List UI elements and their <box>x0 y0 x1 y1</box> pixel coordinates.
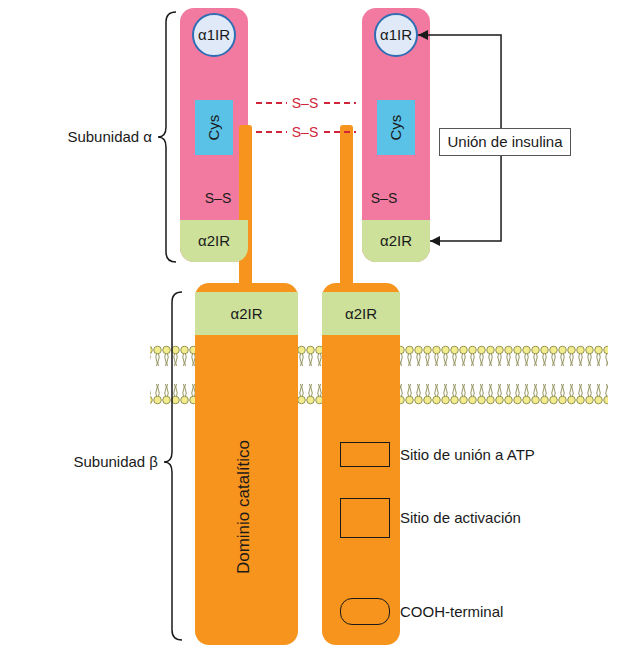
cys-rich-domain: Cys <box>195 100 233 155</box>
node-text: Dominio catalítico <box>235 440 255 574</box>
atp-site: Sitio de unión a ATP <box>340 442 539 467</box>
binding-arrow <box>418 35 501 128</box>
node-text: α2IR <box>198 232 230 249</box>
disulfide-label: S–S <box>205 190 231 206</box>
node-text: COOH-terminal <box>400 603 503 620</box>
node-text: α2IR <box>345 305 377 322</box>
callout-box: Unión de insulina <box>439 128 571 156</box>
beta-bracket <box>164 292 182 640</box>
alpha-subunit <box>180 8 248 262</box>
alpha-bracket <box>158 12 176 262</box>
node-text: Sitio de activación <box>400 509 521 526</box>
disulfide-bond <box>324 131 356 133</box>
alpha1-domain: α1IR <box>192 13 236 57</box>
disulfide-bond <box>256 102 287 104</box>
catalytic-domain: Dominio catalítico α2IR <box>195 283 298 645</box>
disulfide-bond <box>324 102 356 104</box>
cys-rich-domain: Cys <box>377 100 415 155</box>
alpha2-domain: α2IR <box>322 292 400 335</box>
disulfide-label: S–S <box>371 190 397 206</box>
beta-subunit <box>322 283 400 645</box>
node-text: α1IR <box>198 26 230 43</box>
node-text: α2IR <box>230 305 262 322</box>
alpha2-domain: α2IR <box>180 220 248 262</box>
beta-stub <box>340 125 353 295</box>
disulfide-bond <box>256 131 287 133</box>
alpha2-domain: α2IR <box>195 292 298 335</box>
node-text: Sitio de unión a ATP <box>400 446 535 463</box>
binding-arrow <box>430 156 501 241</box>
activation-site: Sitio de activación <box>340 498 525 538</box>
site-box <box>340 598 390 625</box>
alpha1-domain: α1IR <box>374 13 418 57</box>
disulfide-label: S–S <box>292 95 318 111</box>
disulfide-label: S–S <box>292 124 318 140</box>
alpha2-domain: α2IR <box>362 220 430 262</box>
node-text: Cys <box>205 115 222 141</box>
subunit-label: Subunidad β <box>73 453 158 470</box>
node-text: α2IR <box>380 232 412 249</box>
alpha-subunit <box>362 8 430 262</box>
site-box <box>340 442 390 467</box>
node-text: Cys <box>387 115 404 141</box>
cooh-terminal: COOH-terminal <box>340 598 508 625</box>
node-text: Unión de insulina <box>447 133 562 150</box>
subunit-label: Subunidad α <box>67 128 152 145</box>
node-text: α1IR <box>380 26 412 43</box>
site-box <box>340 498 390 538</box>
beta-stub <box>239 125 252 295</box>
